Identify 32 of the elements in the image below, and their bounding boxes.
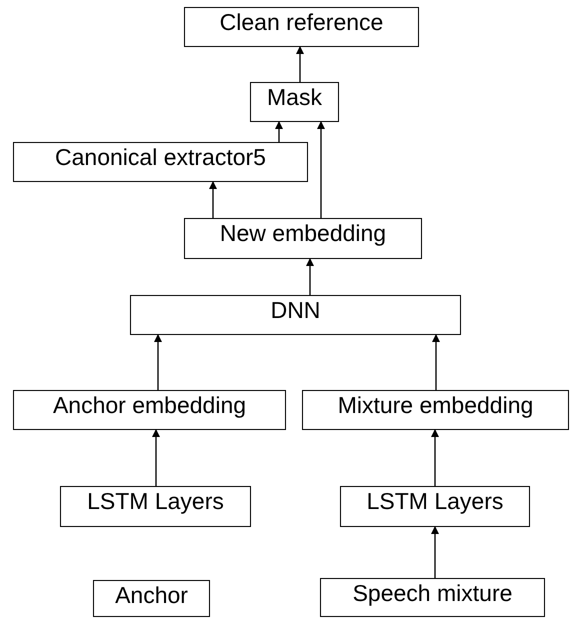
arrow: [296, 46, 304, 82]
process-box: [184, 7, 419, 47]
process-box: [13, 390, 286, 430]
arrow: [317, 121, 325, 218]
box-label: Anchor: [115, 581, 188, 607]
box-label: Mask: [267, 83, 322, 109]
arrow: [431, 429, 439, 486]
process-box: [302, 390, 569, 430]
arrow: [431, 526, 439, 578]
arrow: [275, 121, 283, 142]
process-box: [340, 486, 530, 527]
process-box: [184, 218, 422, 259]
box-label: DNN: [270, 296, 320, 322]
process-box: [13, 142, 308, 182]
arrow: [154, 334, 162, 390]
arrow: [152, 429, 160, 486]
box-label: Mixture embedding: [338, 391, 534, 417]
box-label: Canonical extractor5: [55, 143, 266, 169]
process-box: [130, 295, 461, 335]
box-label: LSTM Layers: [366, 487, 504, 513]
box-label: Anchor embedding: [52, 391, 246, 417]
process-box: [60, 486, 251, 527]
box-label: Clean reference: [220, 8, 384, 34]
arrow: [432, 334, 440, 390]
box-label: Speech mixture: [352, 579, 512, 605]
process-box: [320, 578, 545, 617]
process-box: [93, 580, 210, 617]
arrow: [209, 181, 217, 218]
arrow: [306, 258, 314, 295]
process-box: [250, 82, 339, 122]
box-label: LSTM Layers: [87, 487, 224, 513]
box-label: New embedding: [220, 219, 386, 245]
